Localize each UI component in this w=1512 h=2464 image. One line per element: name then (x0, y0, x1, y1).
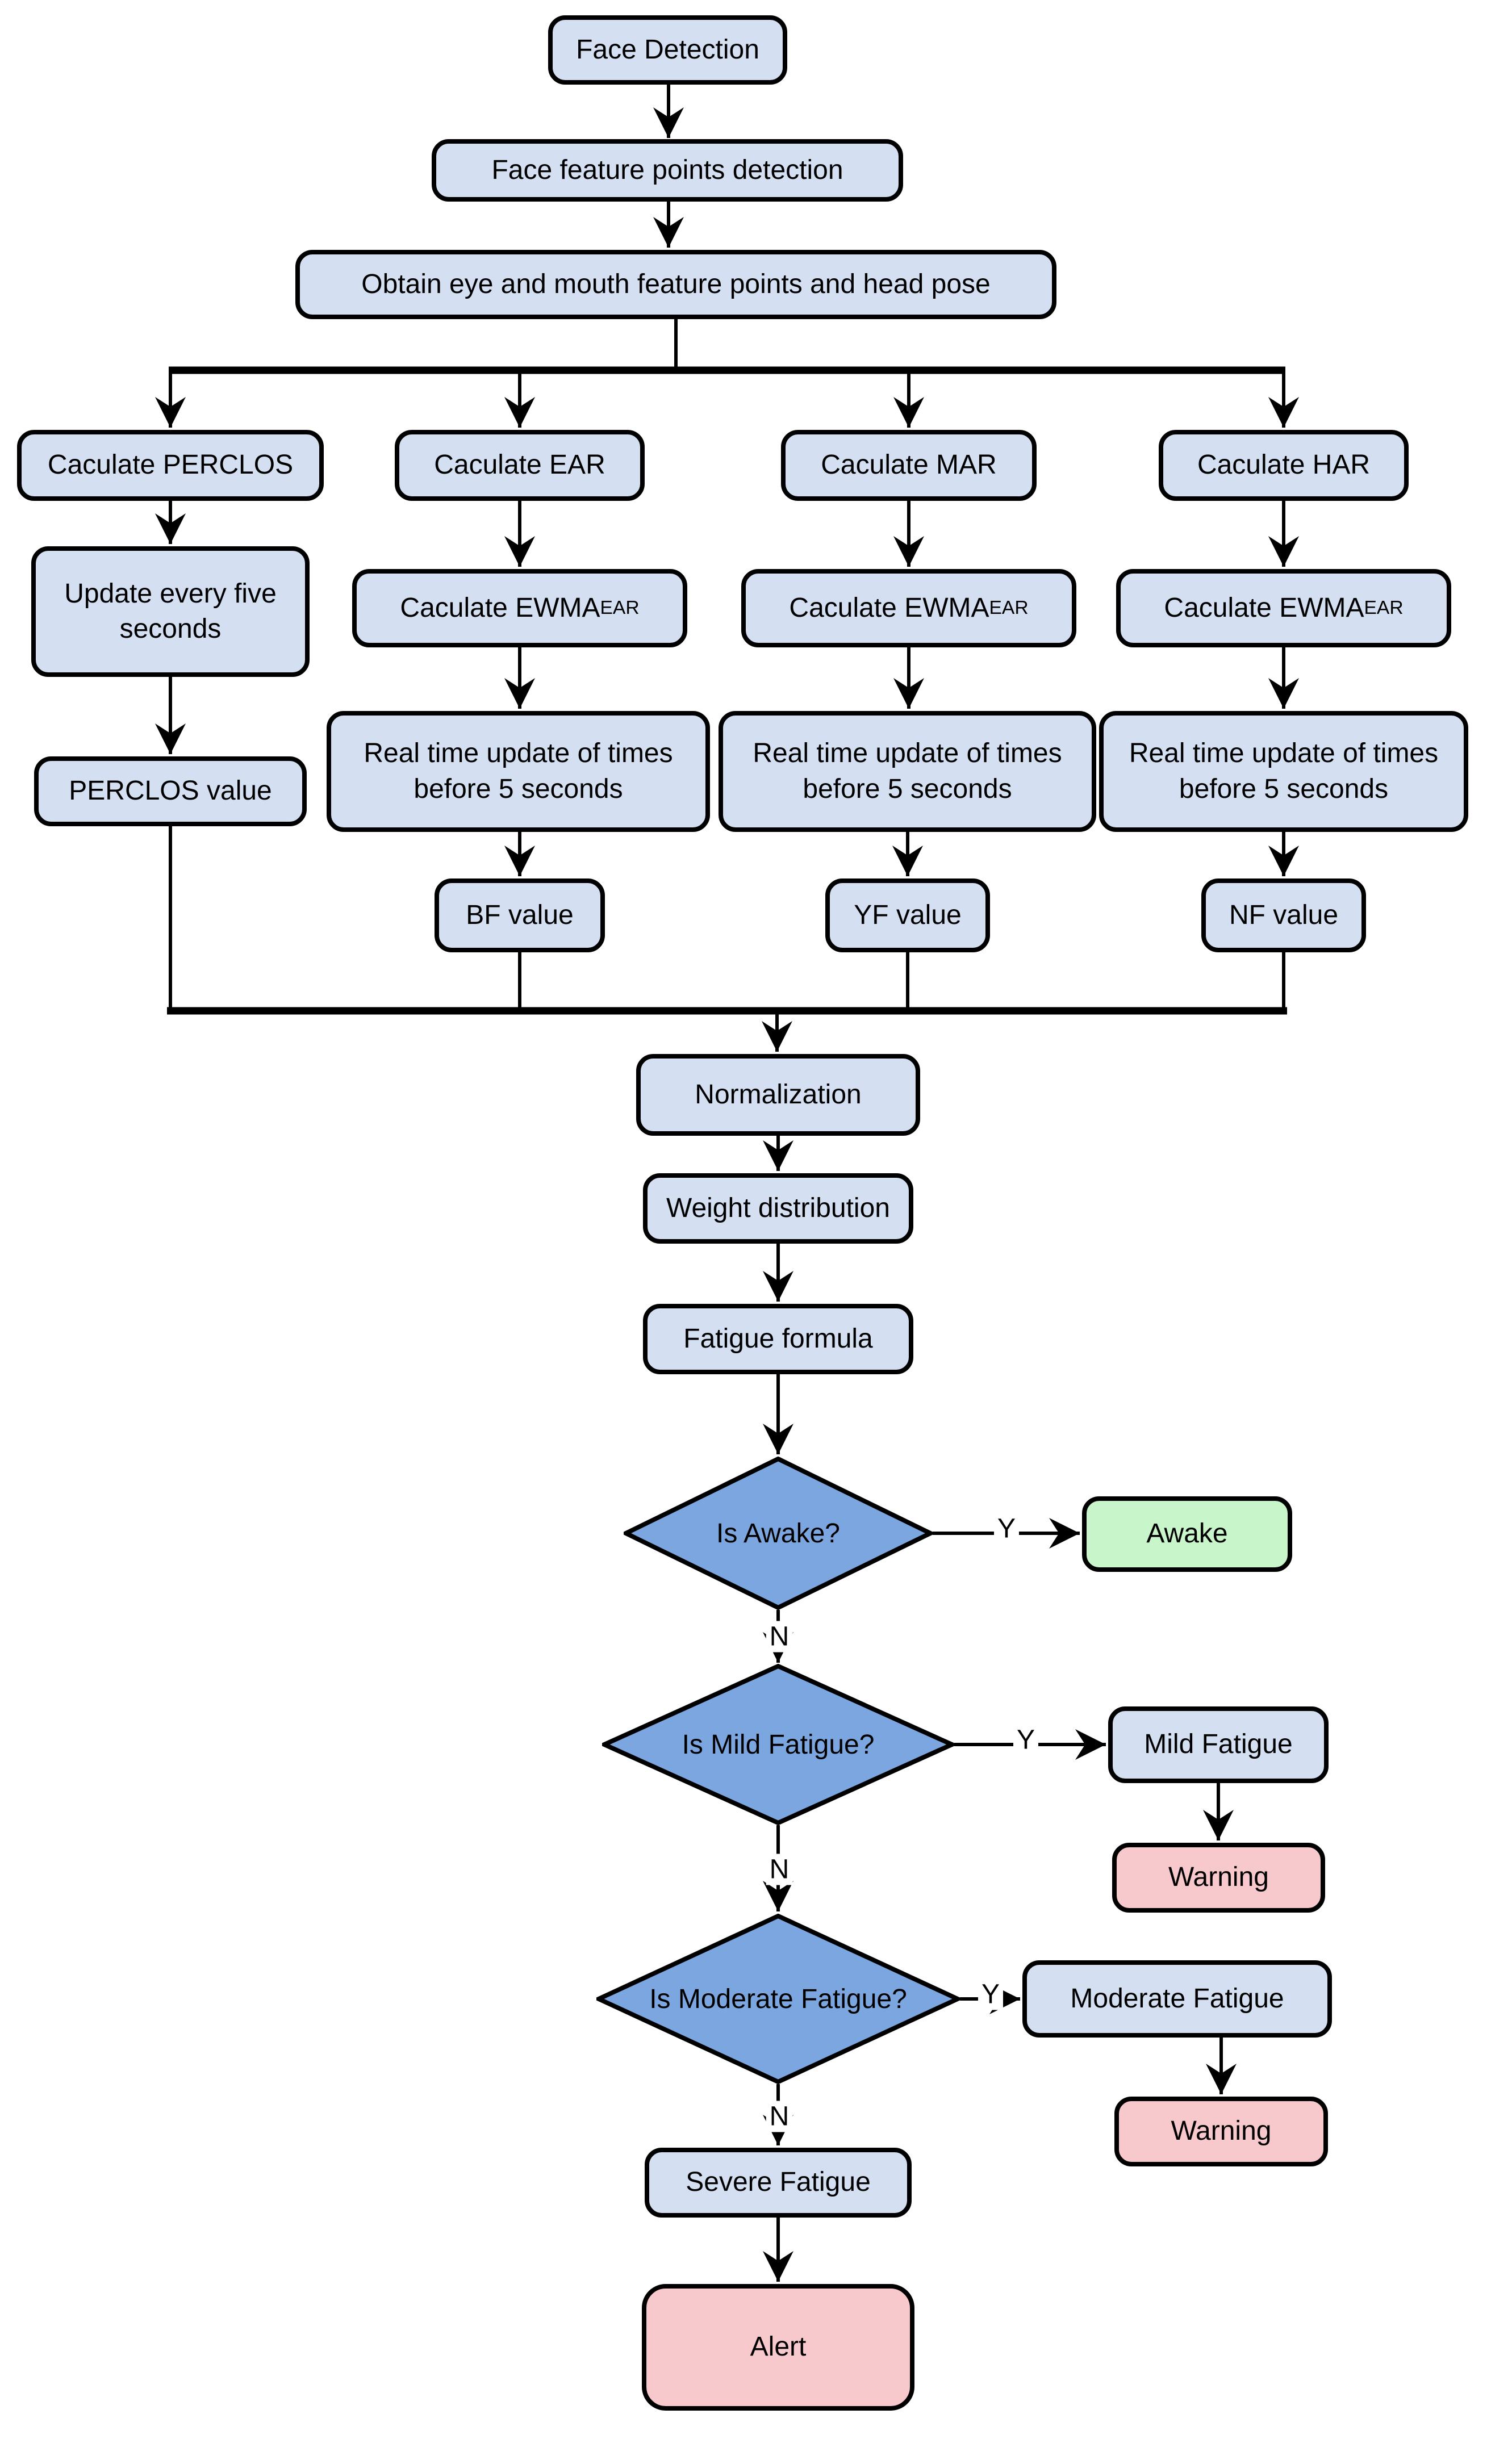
node-calc-perclos: Caculate PERCLOS (17, 430, 324, 501)
node-perclos-value: PERCLOS value (34, 756, 307, 826)
label-no-moderate: N (766, 2101, 793, 2132)
ewma-label: Caculate EWMA (789, 592, 989, 623)
decision-is-moderate-fatigue-shape (596, 1914, 960, 2084)
ewma-label: Caculate EWMA (400, 592, 600, 623)
node-moderate-fatigue: Moderate Fatigue (1022, 1960, 1332, 2038)
decision-is-awake-shape (624, 1457, 933, 1610)
ewma-subscript: EAR (1364, 597, 1404, 619)
node-face-feature-points: Face feature points detection (432, 139, 903, 202)
decision-is-moderate-fatigue: Is Moderate Fatigue? (649, 1984, 907, 2014)
node-warning-moderate: Warning (1114, 2097, 1328, 2166)
decision-is-mild-fatigue: Is Mild Fatigue? (682, 1729, 875, 1760)
node-normalization: Normalization (636, 1054, 920, 1136)
node-fatigue-formula: Fatigue formula (643, 1304, 913, 1374)
node-nf-value: NF value (1201, 878, 1366, 952)
node-awake: Awake (1082, 1496, 1292, 1572)
label-yes-awake: Y (993, 1513, 1020, 1545)
ewma-label: Caculate EWMA (1164, 592, 1364, 623)
node-update-every-five-seconds: Update every five seconds (31, 546, 310, 677)
node-face-detection: Face Detection (548, 15, 787, 85)
node-realtime-update-ear: Real time update of times before 5 secon… (327, 711, 710, 832)
node-alert: Alert (642, 2284, 914, 2411)
node-yf-value: YF value (825, 878, 990, 952)
node-calc-ear: Caculate EAR (395, 430, 645, 501)
node-realtime-update-mar: Real time update of times before 5 secon… (719, 711, 1096, 832)
node-weight-distribution: Weight distribution (643, 1173, 913, 1244)
decision-is-awake: Is Awake? (716, 1518, 840, 1549)
node-warning-mild: Warning (1112, 1843, 1325, 1913)
node-mild-fatigue: Mild Fatigue (1108, 1706, 1329, 1783)
label-yes-mild: Y (1013, 1724, 1039, 1756)
node-calc-har: Caculate HAR (1159, 430, 1409, 501)
node-bf-value: BF value (435, 878, 605, 952)
label-no-awake: N (766, 1621, 793, 1653)
decision-is-mild-fatigue-shape (602, 1664, 954, 1825)
node-severe-fatigue: Severe Fatigue (645, 2148, 912, 2218)
ewma-subscript: EAR (600, 597, 640, 619)
ewma-subscript: EAR (989, 597, 1029, 619)
label-yes-moderate: Y (978, 1978, 1004, 2010)
node-obtain-features: Obtain eye and mouth feature points and … (295, 250, 1056, 319)
node-calc-mar: Caculate MAR (781, 430, 1037, 501)
label-no-mild: N (766, 1854, 793, 1885)
node-realtime-update-har: Real time update of times before 5 secon… (1099, 711, 1468, 832)
